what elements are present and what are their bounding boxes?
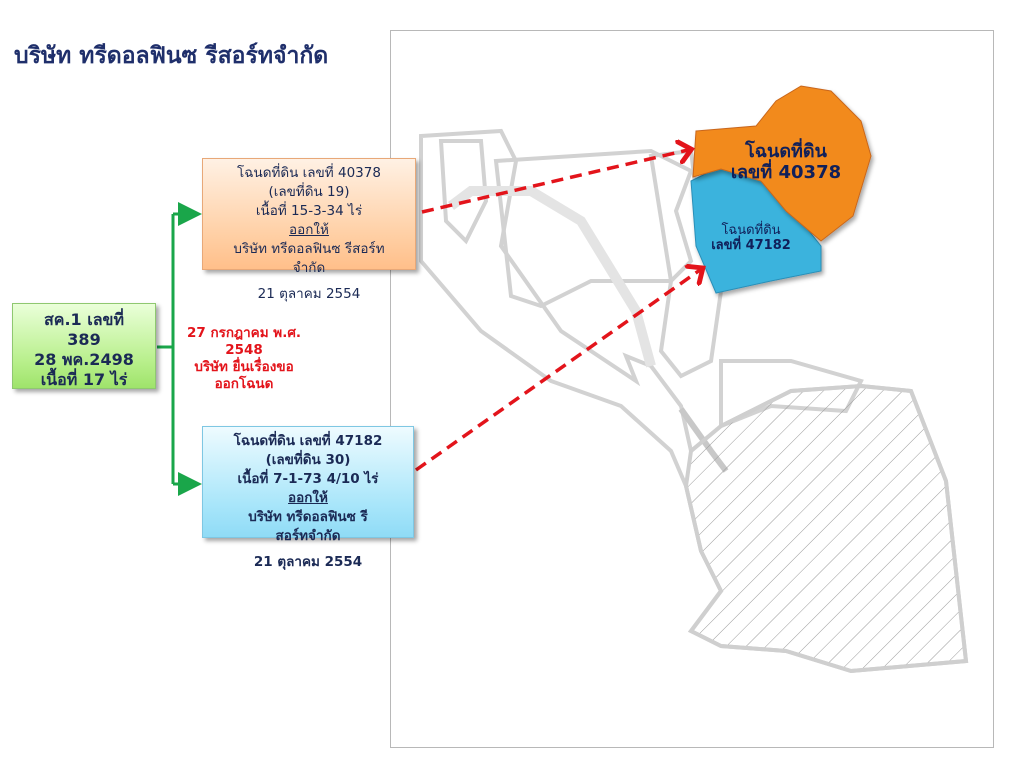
- deed-40378-line6: จำกัด: [292, 260, 326, 276]
- red-arrow-to-47182: [414, 270, 700, 472]
- deed-40378-line1: โฉนดที่ดิน เลขที่ 40378: [237, 165, 381, 181]
- cadastral-map: [419, 85, 969, 674]
- deed-47182-line4: ออกให้: [288, 490, 328, 506]
- deed-40378-line5: บริษัท ทรีดอลฟินซ รีสอร์ท: [233, 241, 385, 257]
- deed-40378-line3: เนื้อที่ 15-3-34 ไร่: [255, 203, 363, 219]
- petition-line3: บริษัท ยื่นเรื่องขอ: [194, 359, 294, 375]
- parcel-40378-label-line2: เลขที่ 40378: [730, 162, 842, 183]
- deed-47182-line3: เนื้อที่ 7-1-73 4/10 ไร่: [237, 471, 379, 487]
- sk1-line1: สค.1 เลขที่: [43, 310, 124, 329]
- deed-47182-line2: (เลขที่ดิน 30): [265, 452, 351, 468]
- deed-40378-line2: (เลขที่ดิน 19): [268, 184, 350, 200]
- green-connector: [157, 202, 202, 496]
- page-title: บริษัท ทรีดอลฟินซ รีสอร์ทจำกัด: [14, 42, 329, 69]
- deed-47182-line5: บริษัท ทรีดอลฟินซ รี: [248, 509, 368, 525]
- deed-40378-line7: 21 ตุลาคม 2554: [257, 286, 361, 302]
- parcel-47182-label-line2: เลขที่ 47182: [711, 238, 791, 253]
- parcel-40378: [692, 85, 872, 242]
- parcel-47182-label: โฉนดที่ดิน เลขที่ 47182: [696, 223, 806, 253]
- petition-line2: 2548: [225, 342, 263, 358]
- parcel-40378-label-line1: โฉนดที่ดิน: [745, 141, 827, 162]
- hatched-area: [683, 383, 969, 674]
- petition-note: 27 กรกฎาคม พ.ศ. 2548 บริษัท ยื่นเรื่องขอ…: [170, 325, 318, 393]
- sk1-box: สค.1 เลขที่ 389 28 พค.2498 เนื้อที่ 17 ไ…: [12, 303, 156, 389]
- deed-40378-line4: ออกให้: [289, 222, 329, 238]
- sk1-line4: เนื้อที่ 17 ไร่: [40, 370, 128, 389]
- petition-line4: ออกโฉนด: [214, 376, 274, 392]
- deed-47182-line6: สอร์ทจำกัด: [275, 528, 341, 544]
- deed-40378-box: โฉนดที่ดิน เลขที่ 40378 (เลขที่ดิน 19) เ…: [202, 158, 416, 302]
- sk1-line3: 28 พค.2498: [34, 350, 134, 369]
- sk1-line2: 389: [67, 330, 101, 349]
- deed-47182-line1: โฉนดที่ดิน เลขที่ 47182: [233, 433, 383, 449]
- petition-line1: 27 กรกฎาคม พ.ศ.: [186, 325, 302, 341]
- red-arrow-to-40378: [421, 150, 688, 214]
- deed-47182-line7: 21 ตุลาคม 2554: [253, 554, 363, 570]
- parcel-40378-label: โฉนดที่ดิน เลขที่ 40378: [711, 141, 861, 183]
- deed-47182-box: โฉนดที่ดิน เลขที่ 47182 (เลขที่ดิน 30) เ…: [202, 426, 414, 570]
- parcel-47182-label-line1: โฉนดที่ดิน: [721, 223, 781, 238]
